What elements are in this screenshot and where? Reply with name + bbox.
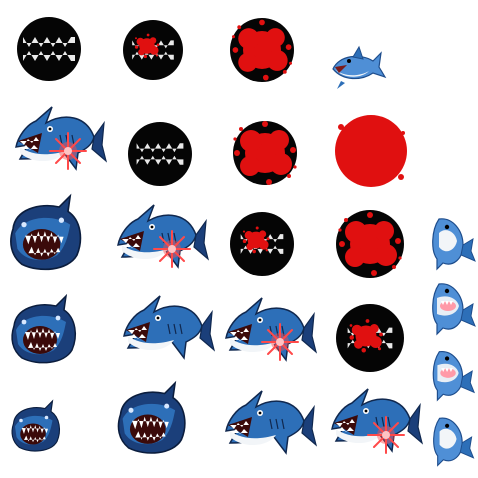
teeth-splat-badge-icon	[120, 17, 186, 83]
baby-shark-icon	[326, 42, 386, 92]
shark-front-icon	[112, 382, 192, 462]
shark-front-icon	[4, 195, 88, 280]
shark-bite-hit-icon	[216, 290, 317, 378]
teeth-splat-badge-icon	[226, 208, 298, 280]
blood-splat-badge-icon	[228, 116, 302, 190]
teeth-badge-icon	[124, 118, 196, 190]
small-shark-open-icon	[422, 344, 476, 402]
blood-splat-badge-icon	[330, 204, 410, 284]
small-shark-icon	[422, 206, 476, 276]
shark-bite-hit-icon	[6, 100, 107, 186]
shark-bite-hit-icon	[322, 380, 423, 470]
teeth-badge-icon	[14, 14, 84, 84]
shark-front-icon	[6, 295, 82, 372]
blood-circle-icon	[330, 110, 412, 192]
small-shark-icon	[422, 406, 476, 472]
shark-bite-hit-icon	[108, 196, 209, 286]
shark-front-icon	[6, 400, 66, 458]
teeth-splat-badge-icon	[332, 300, 408, 376]
blood-splat-badge-icon	[226, 14, 298, 86]
shark-bite-icon	[216, 382, 317, 472]
small-shark-open-icon	[422, 276, 476, 336]
shark-bite-icon	[116, 290, 215, 374]
